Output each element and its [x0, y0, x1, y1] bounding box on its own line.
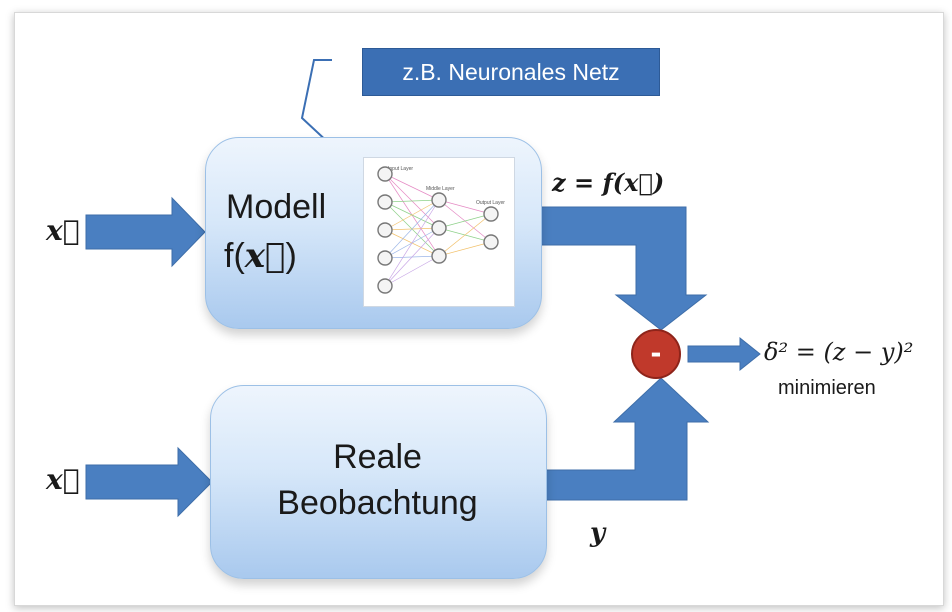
network-edge — [384, 255, 440, 287]
model-function-suffix: ) — [285, 237, 297, 275]
layer-title-input: Input Layer — [388, 166, 413, 172]
input-label-bottom: x⃗ — [46, 463, 80, 496]
observation-box — [210, 385, 547, 579]
loss-arrow — [687, 336, 761, 372]
observation-line1: Reale — [333, 438, 422, 476]
callout-tag: z.B. Neuronales Netz — [362, 48, 660, 96]
model-function-variable: x⃗ — [244, 236, 286, 276]
neural-network-image: Input Layer Middle Layer Output Layer — [363, 157, 515, 307]
network-node — [377, 194, 393, 210]
network-edge — [384, 199, 440, 203]
network-node — [483, 206, 499, 222]
layer-title-output: Output Layer — [476, 200, 505, 206]
model-title: Modell — [226, 188, 327, 226]
minus-operator-sign: - — [650, 334, 662, 370]
network-edge — [384, 199, 440, 231]
network-edge — [438, 213, 492, 257]
model-function: f(x⃗) — [224, 236, 297, 276]
input-label-top: x⃗ — [46, 214, 80, 247]
network-edge — [384, 227, 440, 287]
loss-formula: δ² = (z − y)² — [764, 338, 914, 366]
network-node — [377, 278, 393, 294]
model-function-prefix: f( — [224, 237, 245, 275]
model-output-arrow — [537, 206, 708, 331]
network-node — [377, 222, 393, 238]
network-node — [431, 248, 447, 264]
neural-network-graph: Input Layer Middle Layer Output Layer — [377, 166, 505, 294]
model-output-label: z = f(x⃗) — [552, 168, 665, 197]
network-edge — [384, 199, 440, 259]
loss-caption: minimieren — [778, 377, 876, 399]
network-node — [431, 220, 447, 236]
layer-title-middle: Middle Layer — [426, 186, 455, 192]
network-edge — [384, 199, 440, 287]
network-node — [377, 166, 393, 182]
network-edge — [384, 173, 440, 201]
input-arrow-bottom — [85, 446, 213, 518]
observation-output-label: y — [590, 518, 606, 548]
network-node — [483, 234, 499, 250]
observation-line2: Beobachtung — [277, 484, 478, 522]
network-edge — [438, 213, 492, 229]
network-edge — [438, 199, 492, 215]
network-edge — [438, 241, 492, 257]
network-node — [431, 192, 447, 208]
input-arrow-top — [85, 196, 206, 268]
network-node — [377, 250, 393, 266]
real-output-arrow — [544, 377, 710, 501]
minus-operator-circle — [631, 329, 681, 379]
